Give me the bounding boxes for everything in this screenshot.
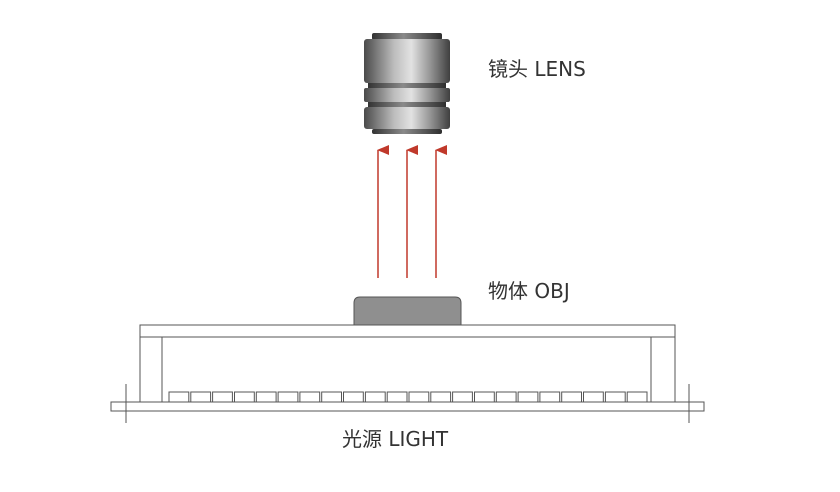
led-segment (212, 391, 233, 403)
object-block (353, 296, 462, 326)
left-post (139, 336, 163, 403)
led-segment (255, 391, 277, 403)
base-plate (110, 401, 705, 412)
light-rays (377, 145, 447, 278)
led-segment (561, 391, 583, 403)
led-segment (495, 391, 517, 403)
led-segment (168, 391, 190, 403)
led-segment (364, 391, 386, 403)
led-segment (277, 391, 299, 403)
lens-label: 镜头 LENS (488, 57, 586, 81)
camera-lens-icon (364, 33, 450, 134)
led-segment (626, 391, 648, 403)
right-post (650, 336, 676, 403)
led-segment (386, 391, 408, 403)
led-segment (452, 391, 473, 403)
object-label: 物体 OBJ (488, 279, 570, 303)
led-segment (430, 391, 452, 403)
led-segment (408, 391, 430, 403)
light-source-label: 光源 LIGHT (342, 427, 449, 451)
led-segment (604, 391, 626, 403)
led-segment (234, 391, 255, 403)
led-segment (190, 391, 212, 403)
led-segment (474, 391, 495, 403)
led-segment (343, 391, 364, 403)
led-segment (299, 391, 321, 403)
led-segment (539, 391, 561, 403)
led-segment (517, 391, 539, 403)
led-array (168, 391, 648, 403)
diffuser-plate (139, 324, 676, 338)
light-source (110, 324, 705, 423)
led-segment (583, 391, 604, 403)
led-segment (321, 391, 343, 403)
